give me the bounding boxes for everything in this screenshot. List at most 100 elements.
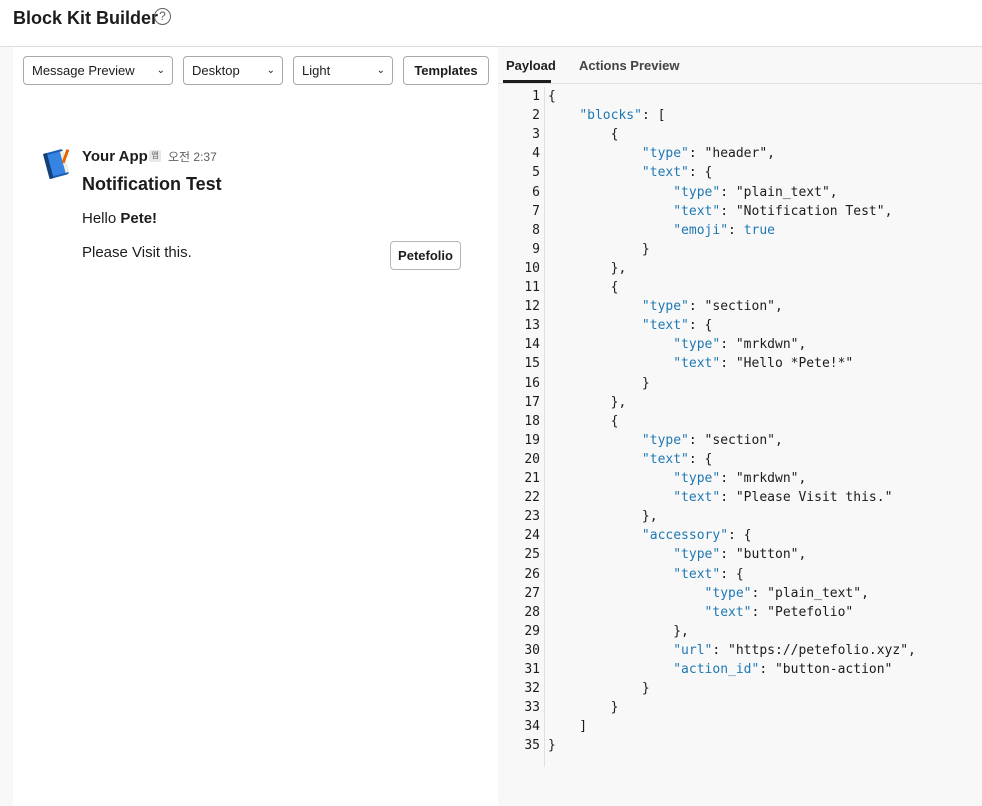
code-line: 16 }: [498, 374, 982, 393]
code-line: 15 "text": "Hello *Pete!*": [498, 354, 982, 373]
code-text: "type": "plain_text",: [673, 184, 838, 200]
code-line: 32 }: [498, 679, 982, 698]
theme-select[interactable]: Light ⌄: [293, 56, 393, 85]
line-number: 35: [524, 738, 540, 754]
line-number: 29: [524, 623, 540, 639]
code-text: "type": "plain_text",: [704, 585, 869, 601]
code-text: "text": "Notification Test",: [673, 203, 893, 219]
device-value: Desktop: [192, 63, 240, 78]
preview-mode-select[interactable]: Message Preview ⌄: [23, 56, 173, 85]
chevron-down-icon: ⌄: [376, 65, 385, 76]
code-line: 33 }: [498, 698, 982, 717]
code-text: "action_id": "button-action": [673, 662, 893, 677]
code-text: },: [548, 394, 627, 410]
line-number: 5: [532, 165, 540, 181]
code-line: 12 "type": "section",: [498, 297, 982, 316]
line-number: 15: [524, 356, 540, 372]
line-number: 9: [532, 241, 540, 257]
line-number: 14: [524, 337, 540, 353]
code-line: 10 },: [498, 259, 982, 278]
line-number: 28: [524, 604, 540, 620]
code-text: }: [548, 681, 650, 697]
code-text: ]: [548, 719, 588, 735]
json-code-editor[interactable]: 1{2 "blocks": [3 {4 "type": "header",5 "…: [498, 87, 982, 806]
tab-actions-preview[interactable]: Actions Preview: [579, 58, 680, 73]
line-number: 27: [524, 585, 540, 601]
code-text: {: [548, 127, 619, 143]
tab-payload[interactable]: Payload: [506, 58, 556, 73]
active-tab-indicator: [503, 80, 551, 83]
code-line: 9 }: [498, 240, 982, 259]
code-line: 6 "type": "plain_text",: [498, 183, 982, 202]
line-number: 26: [524, 566, 540, 582]
theme-value: Light: [302, 63, 331, 78]
code-text: "text": {: [641, 451, 713, 467]
tab-bar: Payload Actions Preview: [498, 47, 982, 84]
avatar[interactable]: [39, 147, 73, 181]
code-text: "text": {: [673, 566, 744, 582]
code-line: 29 },: [498, 622, 982, 641]
line-number: 31: [524, 662, 540, 677]
code-line: 34 ]: [498, 717, 982, 736]
code-text: {: [548, 89, 556, 104]
code-text: {: [548, 280, 619, 295]
code-line: 30 "url": "https://petefolio.xyz",: [498, 641, 982, 660]
code-text: "text": "Please Visit this.": [673, 490, 893, 506]
templates-button[interactable]: Templates: [403, 56, 489, 85]
line-number: 18: [524, 413, 540, 429]
line-number: 33: [524, 700, 540, 716]
code-line: 25 "type": "button",: [498, 545, 982, 564]
line-number: 2: [532, 108, 540, 124]
code-text: }: [548, 241, 650, 257]
line-number: 8: [532, 222, 540, 238]
code-text: "text": {: [641, 318, 713, 334]
code-line: 4 "type": "header",: [498, 144, 982, 163]
line-number: 4: [532, 146, 540, 162]
code-text: "blocks": [: [579, 108, 666, 124]
line-number: 1: [532, 89, 540, 104]
line-number: 6: [532, 184, 540, 200]
code-text: },: [548, 260, 627, 276]
payload-panel: Payload Actions Preview 1{2 "blocks": [3…: [498, 47, 982, 806]
device-select[interactable]: Desktop ⌄: [183, 56, 283, 85]
line-number: 20: [524, 451, 540, 467]
code-text: "text": "Petefolio": [704, 604, 854, 620]
code-text: "accessory": {: [641, 528, 752, 544]
code-text: }: [548, 738, 556, 754]
code-text: },: [548, 623, 689, 639]
code-text: }: [548, 375, 650, 391]
question-circle-icon[interactable]: ?: [154, 8, 171, 25]
code-line: 28 "text": "Petefolio": [498, 603, 982, 622]
app-title: Block Kit Builder: [13, 8, 159, 28]
code-text: "type": "mrkdwn",: [673, 471, 807, 486]
line-number: 32: [524, 681, 540, 697]
code-line: 24 "accessory": {: [498, 526, 982, 545]
line-number: 21: [524, 471, 540, 486]
line-number: 34: [524, 719, 540, 735]
code-text: }: [548, 700, 619, 716]
code-text: "emoji": true: [673, 222, 775, 238]
line-number: 17: [524, 394, 540, 410]
line-number: 13: [524, 318, 540, 334]
line-number: 22: [524, 490, 540, 506]
line-number: 19: [524, 432, 540, 448]
code-text: "type": "section",: [641, 432, 783, 448]
code-line: 5 "text": {: [498, 163, 982, 182]
code-line: 8 "emoji": true: [498, 221, 982, 240]
code-text: "url": "https://petefolio.xyz",: [673, 642, 916, 658]
code-line: 19 "type": "section",: [498, 431, 982, 450]
blue-book-icon: [42, 149, 70, 180]
line-number: 16: [524, 375, 540, 391]
message-sender-name[interactable]: Your App: [82, 148, 148, 165]
code-line: 21 "type": "mrkdwn",: [498, 469, 982, 488]
petefolio-button[interactable]: Petefolio: [390, 241, 461, 270]
code-text: "text": "Hello *Pete!*": [673, 356, 854, 372]
code-line: 35}: [498, 736, 982, 755]
line-number: 23: [524, 509, 540, 525]
message-timestamp[interactable]: 오전 2:37: [168, 150, 217, 164]
message-hello-text: Hello Pete!: [82, 210, 157, 227]
code-line: 22 "text": "Please Visit this.": [498, 488, 982, 507]
app-badge: 앱: [149, 150, 161, 162]
line-number: 10: [524, 260, 540, 276]
code-line: 1{: [498, 87, 982, 106]
